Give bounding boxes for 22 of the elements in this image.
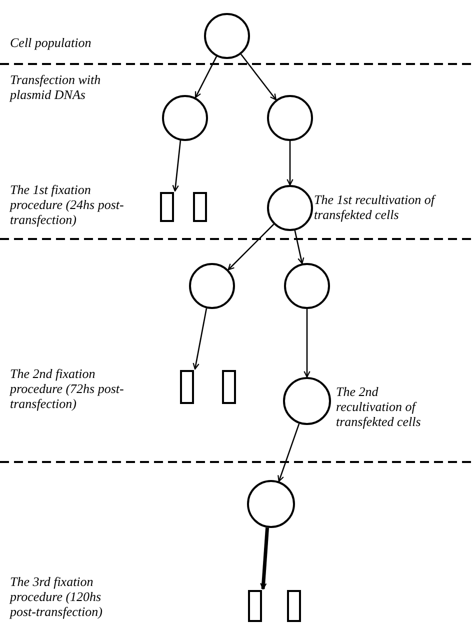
stage-label: The 2nd fixation procedure (72hs post-transfection) (10, 366, 125, 411)
arrow (260, 528, 270, 590)
sample-rectangle (180, 370, 194, 404)
stage-label: The 3rd fixation procedure (120hs post-transfection) (10, 574, 104, 619)
sample-rectangle (248, 590, 262, 622)
stage-label: The 1st fixation procedure (24hs post-transfection) (10, 182, 125, 227)
arrow (278, 423, 300, 482)
stage-label: Cell population (10, 35, 92, 50)
sample-rectangle (287, 590, 301, 622)
arrow (228, 224, 274, 270)
stage-caption: The 2nd recultivation of transfekted cells (336, 384, 422, 429)
sample-rectangle (193, 192, 207, 222)
stage-caption: The 1st recultivation of transfekted cells (314, 192, 437, 222)
arrow (286, 141, 294, 186)
arrow (294, 230, 304, 264)
arrow (192, 308, 208, 370)
sample-rectangle (222, 370, 236, 404)
arrow (304, 309, 310, 378)
arrow (172, 140, 182, 192)
arrow (240, 54, 277, 100)
sample-rectangle (160, 192, 174, 222)
stage-label: Transfection with plasmid DNAs (10, 72, 102, 102)
